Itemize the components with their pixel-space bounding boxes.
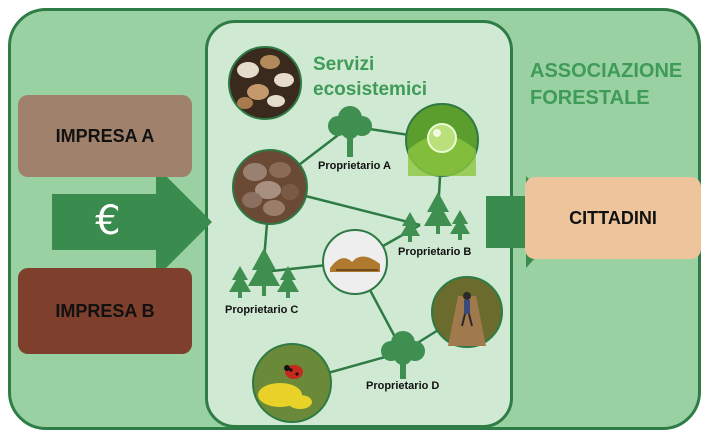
services-title-line1: Servizi: [313, 54, 375, 75]
cittadini-label: CITTADINI: [569, 207, 657, 228]
ladybug-photo: [252, 343, 332, 423]
services-title: Servizi ecosistemici: [313, 52, 453, 102]
impresa-b-label: IMPRESA B: [55, 300, 155, 321]
stones-photo: [232, 149, 308, 225]
impresa-b-box: IMPRESA B: [18, 268, 192, 354]
impresa-a-label: IMPRESA A: [55, 125, 155, 146]
tree-icon: [381, 331, 425, 379]
association-title-line1: ASSOCIAZIONE: [530, 60, 683, 82]
association-title: ASSOCIAZIONE FORESTALE: [530, 58, 700, 112]
cittadini-box: CITTADINI: [525, 177, 701, 259]
water-drop-photo: [405, 103, 479, 177]
services-title-line2: ecosistemici: [313, 79, 428, 100]
misty-forest-photo: [322, 229, 388, 295]
owner-c-label: Proprietario C: [225, 304, 299, 316]
euro-icon: €: [95, 198, 120, 244]
conifer-trees-icon: [400, 192, 470, 242]
payment-arrow: [52, 166, 212, 278]
conifer-trees-icon: [229, 248, 299, 298]
mushrooms-photo: [228, 46, 302, 120]
impresa-a-box: IMPRESA A: [18, 95, 192, 177]
owner-b-label: Proprietario B: [398, 246, 472, 258]
runner-photo: [431, 276, 503, 348]
owner-d-label: Proprietario D: [366, 380, 440, 392]
tree-icon: [328, 106, 372, 157]
owner-a-label: Proprietario A: [318, 160, 391, 172]
association-title-line2: FORESTALE: [530, 87, 650, 109]
